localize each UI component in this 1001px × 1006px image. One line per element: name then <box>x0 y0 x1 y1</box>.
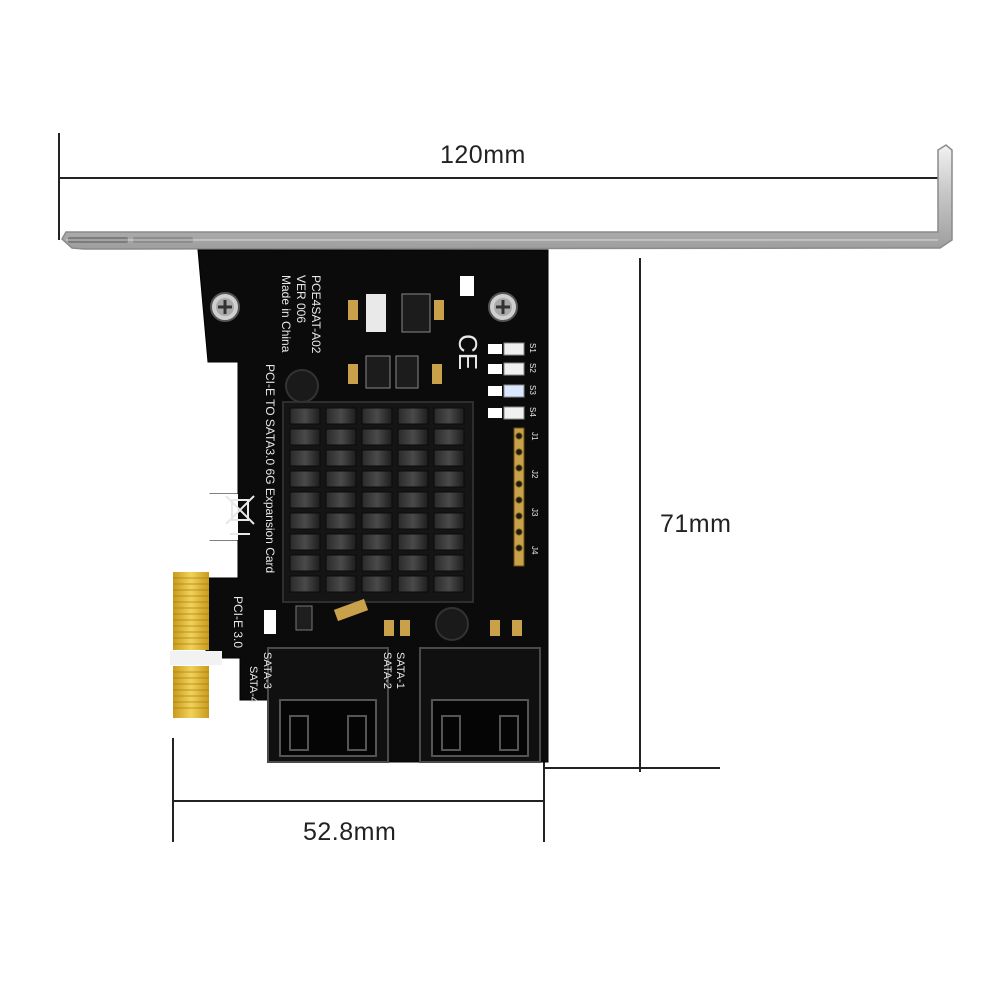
version-label: VER 006 <box>294 275 308 323</box>
heatsink-fin <box>361 533 393 551</box>
heatsink-fin <box>397 449 429 467</box>
heatsink-fin <box>433 512 465 530</box>
heatsink-fin <box>325 491 357 509</box>
led-label-4: S4 <box>528 407 537 417</box>
heatsink-fin <box>289 449 321 467</box>
heatsink-fin <box>433 575 465 593</box>
recycle-bin-icon <box>225 495 255 535</box>
heatsink-fin <box>325 470 357 488</box>
heatsink-fin <box>433 554 465 572</box>
screw-icon <box>488 292 518 322</box>
heatsink-fin <box>325 575 357 593</box>
heatsink-fin <box>361 554 393 572</box>
heatsink-fin <box>325 449 357 467</box>
heatsink-fin <box>433 533 465 551</box>
heatsink-fin <box>397 575 429 593</box>
heatsink-fin <box>289 428 321 446</box>
pcb-silkscreen: PCE4SAT-A02 VER 006 Made in China PCI-E … <box>231 275 539 703</box>
height-dimension-label: 71mm <box>660 510 732 538</box>
header-label-1: J1 <box>530 432 539 441</box>
heatsink-fin <box>433 428 465 446</box>
surface-components <box>264 276 522 636</box>
heatsink-fin <box>361 470 393 488</box>
heatsink-fin <box>325 554 357 572</box>
port-label-1: SATA-1 <box>394 652 406 689</box>
gold-finger-connector <box>170 572 222 718</box>
heatsink-fin <box>397 407 429 425</box>
heatsink-fin <box>325 533 357 551</box>
heatsink-fin <box>289 533 321 551</box>
capacitor <box>285 369 469 641</box>
header-label-4: J4 <box>530 546 539 555</box>
card-width-dimension-label: 52.8mm <box>303 818 397 846</box>
interface-label: PCI-E 3.0 <box>231 596 245 648</box>
metal-bracket <box>61 144 953 250</box>
heatsink-fin <box>325 512 357 530</box>
description-label: PCI-E TO SATA3.0 6G Expansion Card <box>263 364 277 573</box>
ce-mark: CE <box>453 334 483 370</box>
heatsink-fin <box>433 449 465 467</box>
heatsink-fin <box>361 449 393 467</box>
origin-label: Made in China <box>279 275 293 353</box>
width-dimension-label: 120mm <box>440 141 526 169</box>
svg-text:CE: CE <box>453 334 483 370</box>
heatsink-fin <box>289 491 321 509</box>
heatsink-fin <box>361 428 393 446</box>
heatsink-fin <box>289 407 321 425</box>
heatsink-fin <box>325 407 357 425</box>
model-label: PCE4SAT-A02 <box>309 275 323 354</box>
heatsink-fin <box>361 575 393 593</box>
header-label-3: J3 <box>530 508 539 517</box>
sata-port <box>419 647 541 763</box>
screw-icon <box>210 292 240 322</box>
pin-headers <box>513 427 525 567</box>
heatsink-fin <box>397 428 429 446</box>
heatsink-fin <box>361 491 393 509</box>
heatsink-fin <box>433 470 465 488</box>
heatsink-fin <box>289 554 321 572</box>
heatsink-fin <box>325 428 357 446</box>
status-leds <box>488 342 525 420</box>
led-label-1: S1 <box>528 343 537 353</box>
heatsink-fin <box>361 407 393 425</box>
heatsink-fin <box>397 554 429 572</box>
led-label-3: S3 <box>528 385 537 395</box>
led-label-2: S2 <box>528 363 537 373</box>
heatsink-fin <box>289 575 321 593</box>
sata-port <box>267 647 389 763</box>
heatsink-fin <box>397 512 429 530</box>
heatsink-fin <box>289 512 321 530</box>
header-label-2: J2 <box>530 470 539 479</box>
heatsink-fin <box>397 533 429 551</box>
heatsink-fin <box>361 512 393 530</box>
heatsink-fin <box>433 491 465 509</box>
heatsink-fin <box>397 470 429 488</box>
port-label-3: SATA-3 <box>261 652 273 689</box>
port-label-2: SATA-2 <box>381 652 393 689</box>
heatsink-fin <box>397 491 429 509</box>
port-label-4: SATA-4 <box>247 666 259 703</box>
heatsink-fin <box>433 407 465 425</box>
heatsink-fin <box>289 470 321 488</box>
heatsink <box>282 401 474 603</box>
